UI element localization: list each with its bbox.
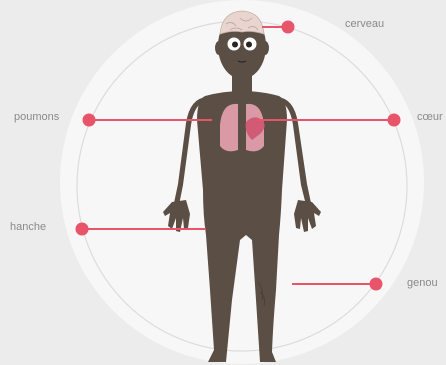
pointer-dot-coeur[interactable]: [388, 114, 401, 127]
label-cerveau: cerveau: [345, 18, 384, 30]
pointer-dot-poumons[interactable]: [83, 114, 96, 127]
label-genou: genou: [407, 277, 438, 289]
label-hanche: hanche: [10, 221, 46, 233]
pointer-dot-cerveau[interactable]: [282, 21, 295, 34]
label-poumons: poumons: [14, 111, 59, 123]
pointer-dot-hanche[interactable]: [76, 223, 89, 236]
pointer-dot-genou[interactable]: [370, 278, 383, 291]
label-coeur: cœur: [417, 111, 443, 123]
